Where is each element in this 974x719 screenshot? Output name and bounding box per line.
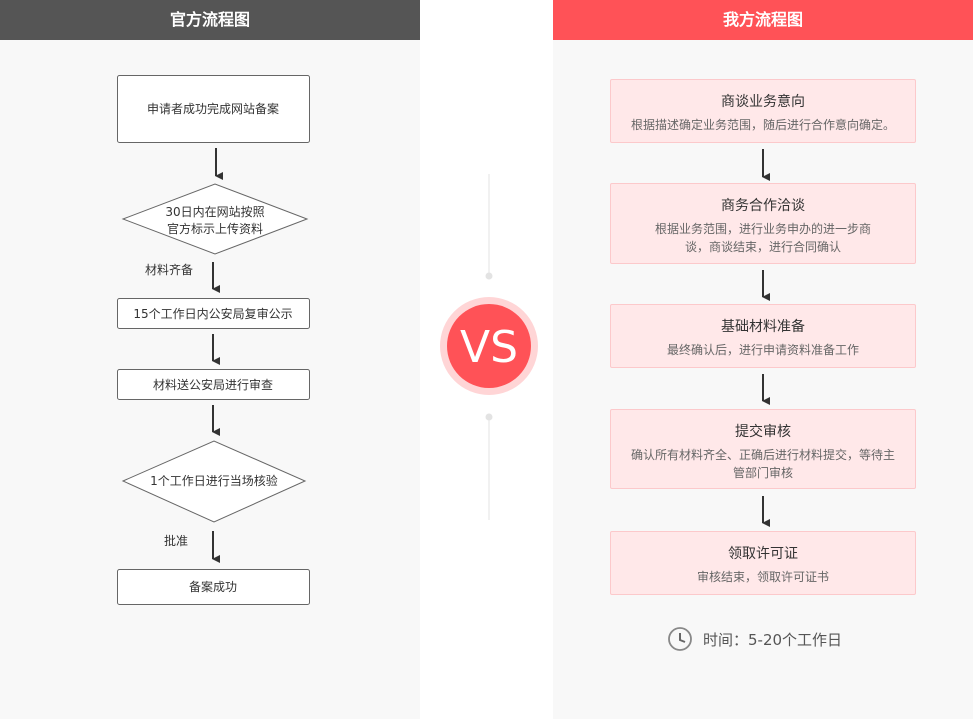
step-text: 官方标示上传资料 (167, 221, 263, 236)
time-text: 时间：5-20个工作日 (703, 630, 843, 649)
decision-diamond (121, 440, 307, 523)
step-text: 15个工作日内公安局复审公示 (133, 306, 292, 321)
step-desc: 确认所有材料齐全、正确后进行材料提交，等待主管部门审核 (631, 448, 896, 480)
official-flow-panel: 官方流程图 申请者成功完成网站备案 30日内在网站按照 官方标示上传资料 材料齐… (0, 0, 420, 719)
step-desc: 根据业务范围，进行业务申办的进一步商谈，商谈结束，进行合同确认 (655, 222, 872, 254)
our-flow-title: 我方流程图 (553, 0, 973, 40)
clock-icon (668, 627, 692, 651)
divider-dot (485, 272, 493, 280)
condition-label: 批准 (164, 533, 188, 548)
step-desc: 审核结束，领取许可证书 (696, 570, 829, 584)
vs-divider: VS (440, 174, 538, 520)
official-flow-title: 官方流程图 (0, 0, 420, 40)
step-title: 商务合作洽谈 (721, 198, 805, 214)
step-text: 备案成功 (189, 579, 237, 594)
step-box (117, 298, 310, 329)
official-flowchart: 申请者成功完成网站备案 30日内在网站按照 官方标示上传资料 材料齐备 15个工… (117, 75, 310, 605)
flow-step: 商谈业务意向根据描述确定业务范围，随后进行合作意向确定。 (610, 79, 916, 143)
step-box (117, 75, 310, 143)
step-title: 商谈业务意向 (721, 94, 805, 110)
flow-step: 基础材料准备最终确认后，进行申请资料准备工作 (610, 304, 916, 368)
flow-step: 领取许可证审核结束，领取许可证书 (610, 531, 916, 595)
flow-step: 提交审核确认所有材料齐全、正确后进行材料提交，等待主管部门审核 (610, 409, 916, 489)
step-title: 领取许可证 (728, 546, 798, 562)
flow-step: 商务合作洽谈根据业务范围，进行业务申办的进一步商谈，商谈结束，进行合同确认 (610, 183, 916, 264)
step-desc: 根据描述确定业务范围，随后进行合作意向确定。 (631, 118, 896, 132)
step-title: 提交审核 (735, 424, 791, 440)
vs-badge (447, 304, 531, 388)
condition-label: 材料齐备 (145, 262, 193, 277)
step-desc: 最终确认后，进行申请资料准备工作 (666, 343, 859, 357)
time-info: 时间：5-20个工作日 (667, 627, 842, 651)
right-arrows (762, 149, 770, 527)
step-text: 材料送公安局进行审查 (153, 377, 273, 392)
step-title: 基础材料准备 (721, 319, 805, 335)
step-box (117, 369, 310, 400)
step-text: 30日内在网站按照 (165, 205, 264, 219)
step-text: 1个工作日进行当场核验 (150, 473, 278, 488)
step-box (117, 569, 310, 605)
vs-label: VS (460, 322, 518, 373)
step-text: 申请者成功完成网站备案 (147, 101, 279, 116)
decision-diamond (121, 183, 309, 255)
